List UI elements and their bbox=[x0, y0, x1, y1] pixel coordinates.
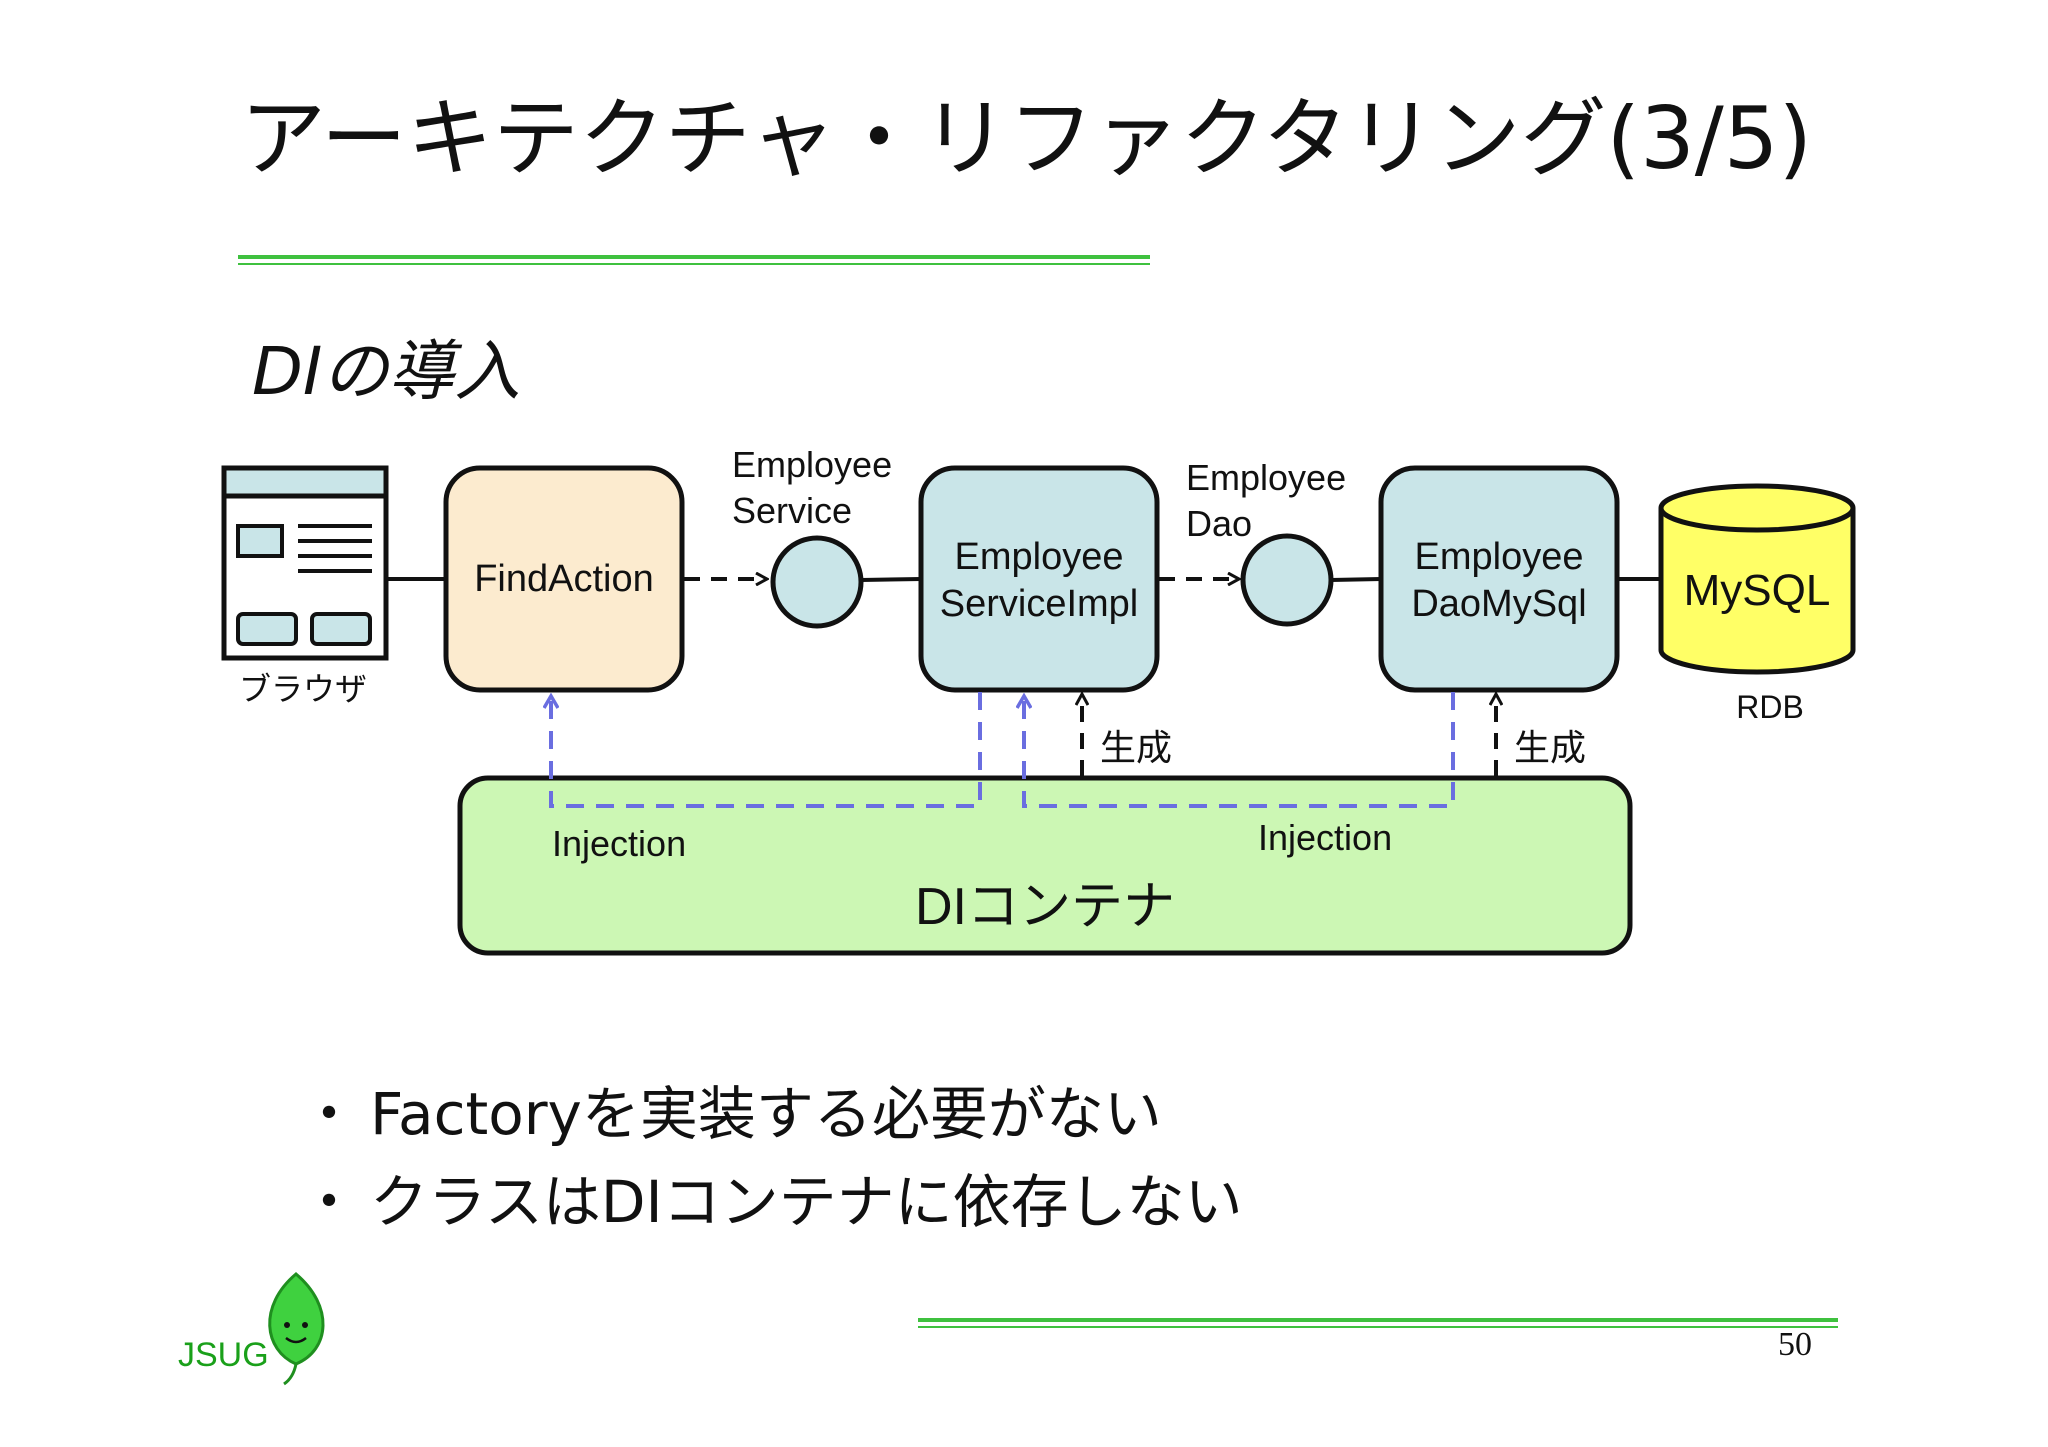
title-underline bbox=[238, 255, 1150, 259]
footer-rule bbox=[918, 1318, 1838, 1322]
bullet-item: ・クラスはDIコンテナに依存しない bbox=[300, 1168, 1243, 1236]
di-container-label: DIコンテナ bbox=[915, 878, 1175, 936]
bullet-list: ・Factoryを実装する必要がない ・クラスはDIコンテナに依存しない bbox=[300, 1070, 1243, 1246]
section-subtitle: DIの導入 bbox=[252, 333, 521, 410]
leaf-mascot-icon bbox=[268, 1272, 325, 1386]
page-number: 50 bbox=[1778, 1326, 1812, 1363]
footer-rule-thin bbox=[918, 1326, 1838, 1328]
employee-dao-interface bbox=[1240, 533, 1334, 627]
employee-dao-mysql-box bbox=[1378, 465, 1620, 693]
employee-dao-label-1: Employee bbox=[1186, 457, 1346, 498]
dao-mysql-label-1: Employee bbox=[1415, 536, 1584, 578]
generate-label: 生成 bbox=[1514, 727, 1586, 768]
dao-mysql-label-2: DaoMySql bbox=[1411, 583, 1586, 625]
connector-line bbox=[860, 577, 922, 582]
generate-label: 生成 bbox=[1100, 727, 1172, 768]
employee-service-impl-box bbox=[918, 465, 1160, 693]
service-impl-label-1: Employee bbox=[955, 536, 1124, 578]
employee-service-interface bbox=[770, 535, 864, 629]
employee-service-label-1: Employee bbox=[732, 444, 892, 485]
find-action-box bbox=[443, 465, 685, 693]
di-container-box bbox=[457, 775, 1633, 956]
find-action-label: FindAction bbox=[474, 558, 654, 600]
employee-service-label-2: Service bbox=[732, 490, 852, 531]
service-impl-label-2: ServiceImpl bbox=[940, 583, 1139, 625]
employee-dao-label-2: Dao bbox=[1186, 503, 1252, 544]
injection-label: Injection bbox=[1258, 817, 1392, 858]
mysql-label: MySQL bbox=[1684, 566, 1831, 615]
mysql-database-icon bbox=[1658, 483, 1856, 675]
jsug-logo-text: JSUG bbox=[178, 1336, 269, 1374]
browser-label: ブラウザ bbox=[239, 671, 367, 707]
rdb-label: RDB bbox=[1736, 689, 1804, 725]
title-underline-thin bbox=[238, 263, 1150, 265]
connector-line bbox=[1330, 577, 1382, 582]
injection-label: Injection bbox=[552, 823, 686, 864]
bullet-item: ・Factoryを実装する必要がない bbox=[300, 1080, 1162, 1148]
browser-icon bbox=[221, 465, 389, 661]
slide-title: アーキテクチャ・リファクタリング(3/5) bbox=[240, 89, 1813, 189]
